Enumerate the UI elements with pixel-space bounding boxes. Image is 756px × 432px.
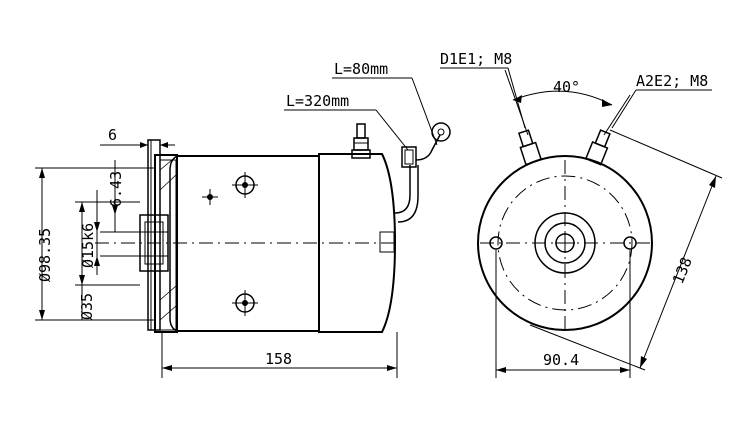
term-d1e1-label: D1E1; M8 bbox=[440, 50, 512, 68]
dim-138-label: 138 bbox=[669, 255, 696, 287]
side-dimensions: 158 6 Ø98.35 Ø35 Ø15k6 6.43 bbox=[35, 126, 398, 378]
end-view: 40° D1E1; M8 A2E2; M8 138 90.4 bbox=[440, 50, 723, 378]
side-view bbox=[95, 122, 451, 333]
dim-158-label: 158 bbox=[265, 350, 292, 368]
term-a2e2-label: A2E2; M8 bbox=[636, 72, 708, 90]
angle-40-label: 40° bbox=[553, 78, 580, 96]
dim-15k6-label: Ø15k6 bbox=[79, 223, 97, 268]
dim-6-label: 6 bbox=[108, 126, 117, 144]
lead-80-label: L=80mm bbox=[334, 60, 388, 78]
dim-35-label: Ø35 bbox=[78, 293, 96, 320]
terminal-stud-icon bbox=[517, 129, 611, 166]
dim-9835-label: Ø98.35 bbox=[36, 228, 54, 282]
bolt-icon bbox=[202, 172, 258, 316]
dim-643-label: 6.43 bbox=[107, 171, 125, 207]
lead-labels: L=80mm L=320mm bbox=[284, 60, 438, 151]
lead-320-label: L=320mm bbox=[286, 92, 349, 110]
dim-904-label: 90.4 bbox=[543, 351, 579, 369]
terminal-stud-icon bbox=[351, 123, 371, 159]
